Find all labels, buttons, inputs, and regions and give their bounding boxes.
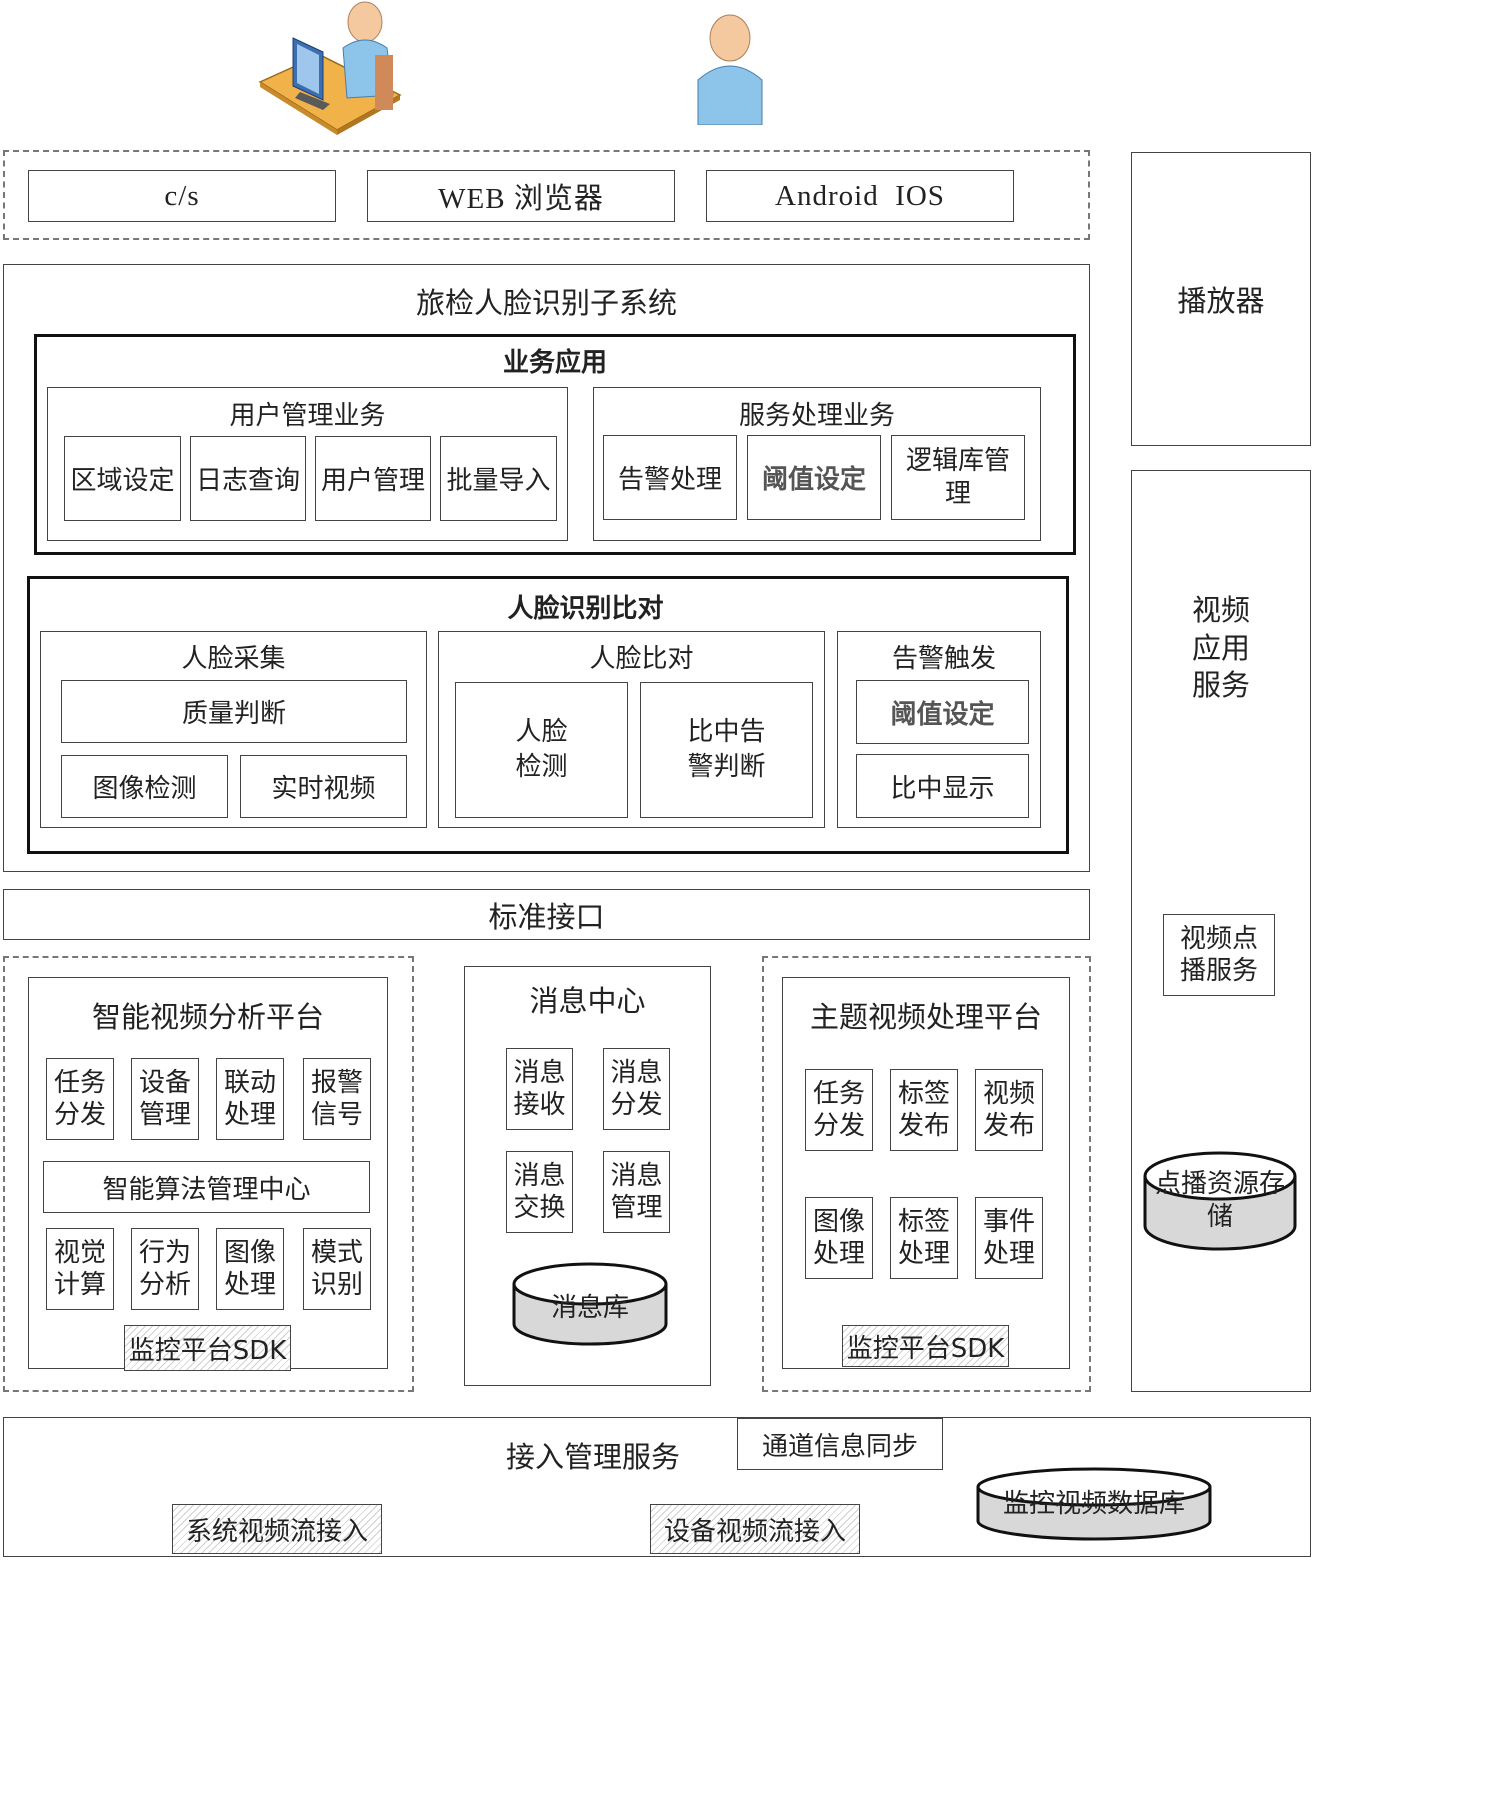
monitor-video-db-label: 监控视频数据库 <box>1002 1489 1185 1519</box>
module-tag-processing: 标签 处理 <box>890 1197 958 1279</box>
standard-interface: 标准接口 <box>3 889 1090 940</box>
intel-platform-outer <box>3 956 414 1392</box>
vod-storage-label: 点播资源存 储 <box>1154 1169 1285 1232</box>
client-layer <box>3 150 1090 240</box>
module-video-publish: 视频 发布 <box>975 1069 1043 1151</box>
module-image-processing: 图像 处理 <box>216 1228 284 1310</box>
module-alarm-handling: 告警处理 <box>603 435 737 520</box>
system-stream-access: 系统视频流接入 <box>172 1504 382 1554</box>
theme-platform <box>782 977 1070 1369</box>
module-quality-judge: 质量判断 <box>61 680 407 743</box>
module-vision-compute: 视觉 计算 <box>46 1228 114 1310</box>
module-alarm-threshold: 阈值设定 <box>856 680 1029 744</box>
module-device-mgmt: 设备 管理 <box>131 1058 199 1140</box>
user-icon <box>697 14 763 125</box>
module-msg-mgmt: 消息 管理 <box>603 1151 670 1233</box>
video-app-service-label: 视频 应用 服务 <box>1191 593 1250 703</box>
message-db-label: 消息库 <box>550 1293 629 1323</box>
user-mgmt-title: 用户管理业务 <box>229 401 386 431</box>
business-app-title: 业务应用 <box>502 348 607 378</box>
access-mgmt-title: 接入管理服务 <box>505 1440 680 1474</box>
module-face-detect: 人脸 检测 <box>455 682 628 818</box>
module-match-display: 比中显示 <box>856 754 1029 818</box>
module-msg-receive: 消息 接收 <box>506 1048 573 1130</box>
face-capture-title: 人脸采集 <box>181 644 286 674</box>
module-behavior-analysis: 行为 分析 <box>131 1228 199 1310</box>
module-alarm-signal: 报警 信号 <box>303 1058 371 1140</box>
player-box: 播放器 <box>1131 152 1311 446</box>
face-match-title: 人脸比对 <box>589 644 694 674</box>
service-proc-title: 服务处理业务 <box>738 401 895 431</box>
module-event-processing: 事件 处理 <box>975 1197 1043 1279</box>
module-area-setting: 区域设定 <box>64 436 181 521</box>
module-logic-lib-mgmt: 逻辑库管 理 <box>891 435 1025 520</box>
module-linkage: 联动 处理 <box>216 1058 284 1140</box>
device-stream-access: 设备视频流接入 <box>650 1504 860 1554</box>
module-msg-dispatch: 消息 分发 <box>603 1048 670 1130</box>
module-log-query: 日志查询 <box>190 436 306 521</box>
message-center-title: 消息中心 <box>529 984 646 1018</box>
theme-platform-title: 主题视频处理平台 <box>809 1000 1042 1034</box>
subsystem-title: 旅检人脸识别子系统 <box>415 286 677 320</box>
module-threshold-setting: 阈值设定 <box>747 435 881 520</box>
module-image-detect: 图像检测 <box>61 755 228 818</box>
client-cs: c/s <box>28 170 336 222</box>
intel-platform-title: 智能视频分析平台 <box>91 1000 324 1034</box>
message-db <box>512 1262 668 1346</box>
module-pattern-recognition: 模式 识别 <box>303 1228 371 1310</box>
algo-mgmt-center: 智能算法管理中心 <box>43 1161 370 1213</box>
vod-storage-db <box>1143 1151 1297 1251</box>
business-app-group <box>34 334 1076 555</box>
face-compare-title: 人脸识别比对 <box>507 594 664 624</box>
client-web-browser: WEB 浏览器 <box>367 170 675 222</box>
workstation-user-icon <box>258 1 402 135</box>
module-batch-import: 批量导入 <box>440 436 557 521</box>
module-task-dispatch: 任务 分发 <box>46 1058 114 1140</box>
vod-service-box: 视频点 播服务 <box>1163 914 1275 996</box>
module-theme-task-dispatch: 任务 分发 <box>805 1069 873 1151</box>
module-theme-image-processing: 图像 处理 <box>805 1197 873 1279</box>
module-msg-exchange: 消息 交换 <box>506 1151 573 1233</box>
intel-sdk: 监控平台SDK <box>124 1325 291 1371</box>
module-realtime-video: 实时视频 <box>240 755 407 818</box>
module-user-mgmt: 用户管理 <box>315 436 431 521</box>
client-mobile: Android IOS <box>706 170 1014 222</box>
module-match-alarm-judge: 比中告 警判断 <box>640 682 813 818</box>
face-compare-group <box>27 576 1069 854</box>
module-tag-publish: 标签 发布 <box>890 1069 958 1151</box>
monitor-video-db <box>976 1467 1212 1541</box>
theme-sdk: 监控平台SDK <box>842 1325 1009 1367</box>
theme-platform-outer <box>762 956 1091 1392</box>
channel-info-sync: 通道信息同步 <box>737 1418 943 1470</box>
alarm-trigger-title: 告警触发 <box>891 644 996 674</box>
